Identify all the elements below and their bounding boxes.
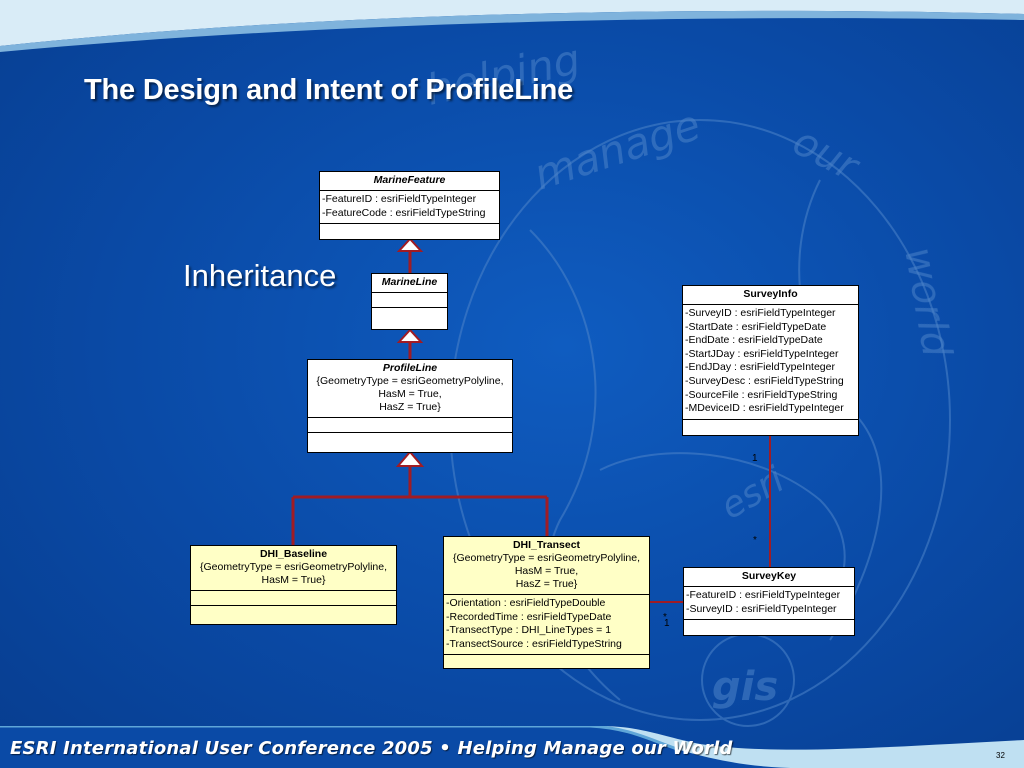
attribute: -StartDate : esriFieldTypeDate xyxy=(685,320,827,333)
operations-compartment xyxy=(320,224,499,239)
slide-title: The Design and Intent of ProfileLine xyxy=(84,74,574,106)
generalization-arrowhead xyxy=(395,450,425,467)
attribute: -EndJDay : esriFieldTypeInteger xyxy=(685,361,835,374)
attribute: -FeatureCode : esriFieldTypeString xyxy=(322,206,486,219)
tagged-value: HasM = True} xyxy=(261,574,326,586)
attributes-compartment xyxy=(191,591,396,606)
attributes-compartment: -Orientation : esriFieldTypeDouble -Reco… xyxy=(444,595,649,656)
class-name-compartment: DHI_Transect {GeometryType = esriGeometr… xyxy=(444,537,649,595)
class-name-compartment: MarineFeature xyxy=(320,172,499,191)
tagged-value: HasZ = True} xyxy=(515,578,578,590)
attribute: -Orientation : esriFieldTypeDouble xyxy=(446,597,606,609)
operations-compartment xyxy=(444,655,649,668)
class-dhi-baseline[interactable]: DHI_Baseline {GeometryType = esriGeometr… xyxy=(190,545,397,625)
operations-compartment xyxy=(684,620,854,635)
attribute: -TransectSource : esriFieldTypeString xyxy=(446,637,622,650)
class-name-compartment: ProfileLine {GeometryType = esriGeometry… xyxy=(308,360,512,418)
tagged-value: {GeometryType = esriGeometryPolyline, xyxy=(199,561,388,573)
class-surveykey[interactable]: SurveyKey -FeatureID : esriFieldTypeInte… xyxy=(683,567,855,636)
attributes-compartment: -FeatureID : esriFieldTypeInteger -Surve… xyxy=(684,587,854,621)
footer-band xyxy=(0,726,1024,768)
footer-conference-title: ESRI International User Conference 2005 … xyxy=(10,738,733,759)
class-marineline[interactable]: MarineLine xyxy=(371,273,448,330)
multiplicity-transect-end: * xyxy=(663,612,667,623)
class-surveyinfo[interactable]: SurveyInfo -SurveyID : esriFieldTypeInte… xyxy=(682,285,859,436)
tagged-value: {GeometryType = esriGeometryPolyline, xyxy=(452,552,641,564)
page-number: 32 xyxy=(996,751,1005,760)
class-name-compartment: SurveyInfo xyxy=(683,286,858,305)
attribute: -MDeviceID : esriFieldTypeInteger xyxy=(685,402,844,415)
attributes-compartment xyxy=(308,418,512,433)
attribute: -SourceFile : esriFieldTypeString xyxy=(685,388,838,401)
attributes-compartment: -FeatureID : esriFieldTypeInteger -Featu… xyxy=(320,191,499,225)
generalization-arrowhead xyxy=(396,328,424,343)
operations-compartment xyxy=(308,433,512,452)
class-name-compartment: DHI_Baseline {GeometryType = esriGeometr… xyxy=(191,546,396,591)
class-name: ProfileLine xyxy=(382,362,438,374)
multiplicity-transect-side: 1 xyxy=(664,618,670,629)
class-profileline[interactable]: ProfileLine {GeometryType = esriGeometry… xyxy=(307,359,513,453)
class-name: DHI_Baseline xyxy=(259,548,328,560)
attribute: -FeatureID : esriFieldTypeInteger xyxy=(686,589,841,601)
attribute: -StartJDay : esriFieldTypeInteger xyxy=(685,347,839,360)
attribute: -FeatureID : esriFieldTypeInteger xyxy=(322,193,477,205)
tagged-value: HasZ = True} xyxy=(379,401,441,413)
class-name: MarineLine xyxy=(381,276,438,288)
tagged-value: HasM = True, xyxy=(378,388,442,400)
attribute: -TransectType : DHI_LineTypes = 1 xyxy=(446,624,612,637)
attribute: -SurveyDesc : esriFieldTypeString xyxy=(685,374,844,387)
multiplicity-surveykey-end: * xyxy=(753,535,757,546)
class-name: DHI_Transect xyxy=(512,539,581,551)
class-marinefeature[interactable]: MarineFeature -FeatureID : esriFieldType… xyxy=(319,171,500,240)
attribute: -EndDate : esriFieldTypeDate xyxy=(685,334,823,347)
attributes-compartment xyxy=(372,293,447,308)
inheritance-label: Inheritance xyxy=(183,258,337,293)
attribute: -SurveyID : esriFieldTypeInteger xyxy=(686,602,837,615)
tagged-value: {GeometryType = esriGeometryPolyline, xyxy=(316,375,504,387)
class-name-compartment: MarineLine xyxy=(372,274,447,293)
attribute: -RecordedTime : esriFieldTypeDate xyxy=(446,610,612,623)
class-name: SurveyInfo xyxy=(743,288,798,300)
top-swoosh-decoration xyxy=(0,0,1024,52)
multiplicity-surveyinfo-end: 1 xyxy=(752,453,758,464)
attributes-compartment: -SurveyID : esriFieldTypeInteger -StartD… xyxy=(683,305,858,420)
attribute: -SurveyID : esriFieldTypeInteger xyxy=(685,307,836,319)
operations-compartment xyxy=(372,308,447,329)
operations-compartment xyxy=(683,420,858,435)
class-name-compartment: SurveyKey xyxy=(684,568,854,587)
tagged-value: HasM = True, xyxy=(514,565,579,577)
watermark-word-gis: gis xyxy=(712,664,778,710)
operations-compartment xyxy=(191,606,396,624)
class-name: MarineFeature xyxy=(373,174,446,186)
class-name: SurveyKey xyxy=(741,570,797,582)
class-dhi-transect[interactable]: DHI_Transect {GeometryType = esriGeometr… xyxy=(443,536,650,669)
generalization-arrowhead xyxy=(396,237,424,252)
